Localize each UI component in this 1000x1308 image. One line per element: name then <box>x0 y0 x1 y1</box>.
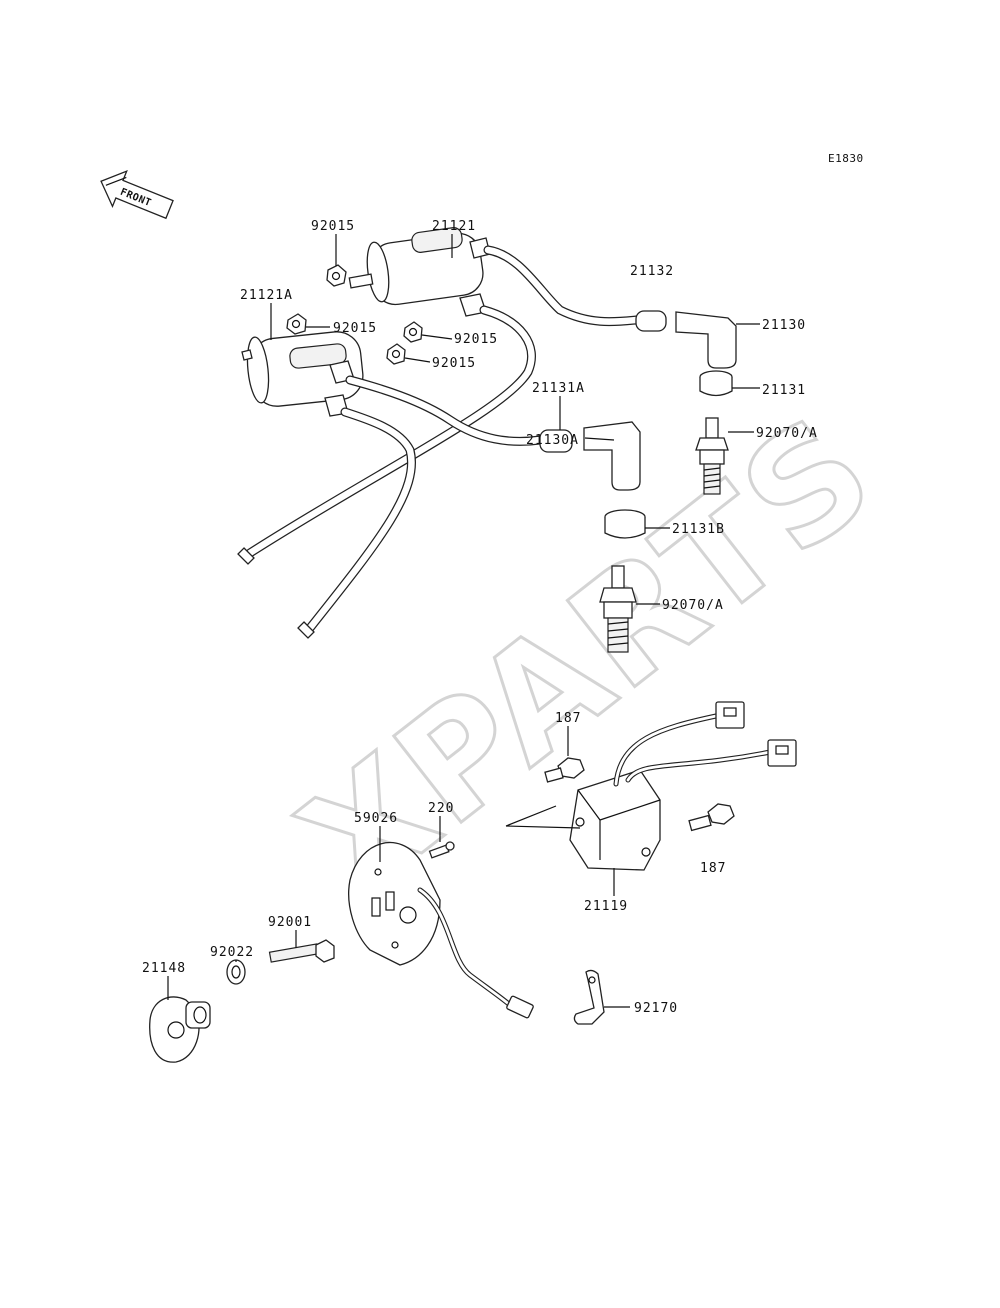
label-92015-a: 92015 <box>333 321 377 336</box>
seal-21131B <box>604 509 646 539</box>
nut-92015-c <box>386 343 406 365</box>
label-21121: 21121 <box>432 219 476 234</box>
part-labels: 21121 92015 21121A 92015 92015 92015 211… <box>142 219 818 1016</box>
label-21131A: 21131A <box>532 381 585 396</box>
label-187-top: 187 <box>555 711 581 726</box>
label-92070A-1: 92070/A <box>756 426 818 441</box>
bracket-92170 <box>573 969 605 1025</box>
label-92015-c: 92015 <box>432 356 476 371</box>
label-21132: 21132 <box>630 264 674 279</box>
bolt-187-right <box>688 803 735 832</box>
label-21130A: 21130A <box>526 433 579 448</box>
ignition-coil-21121A <box>241 331 364 417</box>
label-21119: 21119 <box>584 899 628 914</box>
front-arrow-icon: FRONT <box>100 169 174 220</box>
nut-92015-a <box>286 313 307 335</box>
bolt-92001 <box>268 939 335 963</box>
label-21121A: 21121A <box>240 288 293 303</box>
label-21131: 21131 <box>762 383 806 398</box>
nut-92015-b <box>403 321 423 343</box>
label-21130: 21130 <box>762 318 806 333</box>
ignition-coil-21121 <box>348 227 491 317</box>
spark-plug-1 <box>695 417 729 495</box>
label-92070A-2: 92070/A <box>662 598 724 613</box>
ignitor-21119 <box>569 701 797 871</box>
label-92015-top: 92015 <box>311 219 355 234</box>
label-220: 220 <box>428 801 454 816</box>
label-21131B: 21131B <box>672 522 725 537</box>
nut-92015-top <box>326 264 347 287</box>
label-92022: 92022 <box>210 945 254 960</box>
coil-wires <box>237 245 641 639</box>
pickup-plate-59026 <box>348 842 534 1019</box>
label-92170: 92170 <box>634 1001 678 1016</box>
screw-220 <box>428 841 455 859</box>
spark-plug-2 <box>599 565 637 653</box>
label-59026: 59026 <box>354 811 398 826</box>
leader-lines <box>167 234 760 1008</box>
label-187-right: 187 <box>700 861 726 876</box>
plug-cap-21130 <box>635 310 737 369</box>
seal-21131 <box>699 370 733 397</box>
label-21148: 21148 <box>142 961 186 976</box>
bolt-187-top <box>544 757 585 783</box>
washer-92022 <box>226 959 246 985</box>
label-92015-b: 92015 <box>454 332 498 347</box>
diagram-code: E1830 <box>828 152 864 165</box>
timing-rotor-21148 <box>149 996 211 1063</box>
label-92001: 92001 <box>268 915 312 930</box>
